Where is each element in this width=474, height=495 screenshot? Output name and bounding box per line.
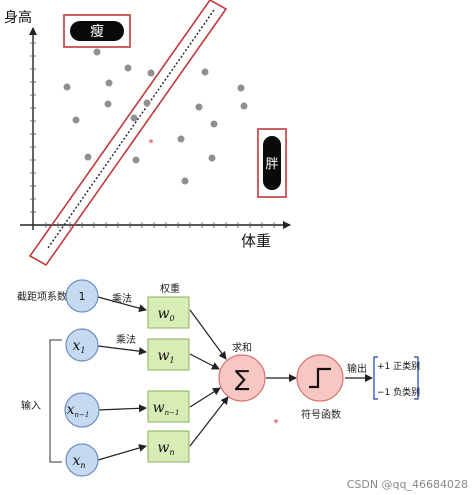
perceptron-diagram: 截距项系数 权重 乘法 乘法 输入 求和 符号函数 输出 1 [17,279,420,477]
thin-label-pill [70,21,124,41]
data-point [195,103,203,111]
data-point [181,177,189,185]
svg-text:wn: wn [157,440,174,457]
y-axis-label: 身高 [4,9,32,26]
input-node-xn: xn [65,443,99,477]
thin-label-box [63,14,131,48]
weight-box-w0: w0 [147,296,190,329]
weights-label: 权重 [160,282,180,295]
data-point [124,64,132,72]
svg-text:xn: xn [72,453,85,470]
decision-band [28,0,228,267]
decision-boundary [47,9,215,249]
data-point [208,154,216,162]
data-point [177,135,185,143]
input-sub: 1 [80,346,85,355]
data-point [240,102,248,110]
weight-box-wn: wn [147,430,190,463]
thin-label: 瘦 [90,23,104,40]
bias-label: 截距项系数 [17,290,67,303]
x-axis-label: 体重 [241,232,271,250]
input-base: x [67,402,75,418]
data-point [201,68,209,76]
input-label: 输入 [21,399,41,412]
sum-neuron: ∑ [218,354,266,402]
data-point [105,79,113,87]
bias-node: 1 [65,279,99,313]
svg-text:w1: w1 [157,348,174,365]
weight-box-wn-1: wn−1 [147,390,190,423]
data-point [93,48,101,56]
watermark: CSDN @qq_46684028 [347,478,468,491]
data-point [147,69,155,77]
sign-function-neuron [296,354,344,402]
data-point [63,83,71,91]
output-box: +1 正类别 −1 负类别 [373,356,420,400]
x-axis-ticks [45,222,275,228]
data-point [210,120,218,128]
output-positive: +1 正类别 [377,360,420,372]
sum-label: 求和 [232,342,252,354]
data-point [143,99,151,107]
step-function-icon [309,367,331,389]
input-node-x1: x1 [65,328,99,362]
fat-label-pill [263,136,281,190]
data-point [130,114,138,122]
svg-text:x1: x1 [73,338,86,355]
y-axis-ticks [30,42,36,213]
input-arrows [97,296,147,461]
svg-text:w0: w0 [157,306,174,323]
data-point [104,100,112,108]
fat-label-box [257,128,287,198]
sign-func-label: 符号函数 [301,408,341,421]
multiply-label-2: 乘法 [116,333,136,346]
scatter-plot: 身高 体重 瘦 胖 [4,0,291,267]
bias-value: 1 [79,290,86,303]
input-sub: n−1 [75,411,90,419]
red-marker: * [274,418,279,429]
center-marker: * [149,138,154,149]
weight-arrows [189,309,229,447]
data-point [72,116,80,124]
weight-box-w1: w1 [147,338,190,371]
data-points [63,48,248,185]
sum-symbol: ∑ [235,367,250,392]
output-label: 输出 [347,362,367,375]
data-point [84,153,92,161]
output-negative: −1 负类别 [377,386,420,398]
data-point [237,84,245,92]
input-base: x [72,453,80,469]
svg-text:wn−1: wn−1 [153,400,180,417]
input-node-xn-1: xn−1 [64,392,100,428]
svg-text:xn−1: xn−1 [67,402,90,419]
input-bracket [49,339,62,463]
input-base: x [73,338,81,354]
fat-label: 胖 [265,157,278,172]
data-point [132,156,140,164]
input-sub: n [80,461,85,470]
